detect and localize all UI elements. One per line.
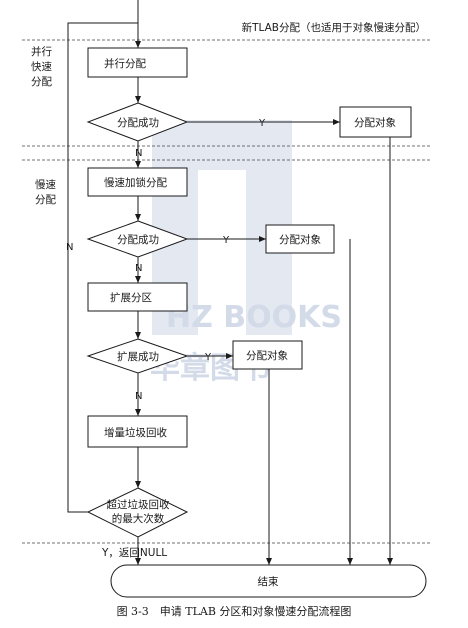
region-separators: [22, 39, 432, 544]
box-alloc-object-3: 分配对象: [232, 340, 303, 370]
box-alloc-object-2: 分配对象: [265, 224, 335, 254]
diamond-success-1: 分配成功: [86, 102, 189, 142]
box-expand-region: 扩展分区: [87, 282, 188, 312]
svg-text:分配对象: 分配对象: [246, 349, 288, 362]
svg-text:分配成功: 分配成功: [117, 117, 159, 129]
svg-text:慢速加锁分配: 慢速加锁分配: [104, 176, 167, 189]
svg-text:增量垃圾回收: 增量垃圾回收: [104, 426, 167, 439]
svg-text:并行分配: 并行分配: [104, 57, 146, 70]
svg-text:的最大次数: 的最大次数: [112, 512, 165, 525]
connectors: [67, 0, 393, 565]
edge-label-y2: Y: [222, 235, 230, 246]
edge-label-y3: Y: [204, 352, 212, 363]
slow-label-1: 慢速: [35, 179, 56, 191]
svg-text:扩展分区: 扩展分区: [110, 291, 152, 304]
watermark-text-en: HZ BOOKS: [166, 300, 342, 335]
terminal-end: 结束: [110, 564, 427, 598]
slow-label-2: 分配: [35, 194, 56, 206]
edge-label-n3: N: [135, 391, 142, 402]
box-slow-lock-alloc: 慢速加锁分配: [87, 167, 188, 197]
edge-label-n2: N: [135, 263, 142, 274]
diamond-success-2: 分配成功: [86, 220, 189, 258]
svg-text:扩展成功: 扩展成功: [117, 350, 159, 363]
diamond-expand-success: 扩展成功: [86, 338, 189, 374]
svg-text:超过垃圾回收: 超过垃圾回收: [107, 498, 170, 511]
edge-label-y-return-null: Y，返回NULL: [101, 547, 167, 559]
parallel-label-1: 并行: [31, 45, 52, 58]
svg-text:结束: 结束: [258, 575, 279, 588]
svg-text:分配成功: 分配成功: [117, 234, 159, 246]
box-alloc-object-1: 分配对象: [339, 106, 412, 138]
edge-label-y1: Y: [258, 118, 266, 129]
parallel-label-3: 分配: [31, 76, 52, 88]
box-incremental-gc: 增量垃圾回收: [87, 415, 188, 448]
figure-caption: 图 3-3 申请 TLAB 分区和对象慢速分配流程图: [117, 604, 352, 618]
diamond-exceed-gc-limit: 超过垃圾回收 的最大次数: [86, 487, 189, 538]
svg-text:分配对象: 分配对象: [279, 233, 321, 246]
parallel-label-2: 快速: [31, 61, 52, 73]
edge-label-n1: N: [135, 148, 142, 159]
top-region-note: 新TLAB分配（也适用于对象慢速分配）: [242, 21, 426, 34]
svg-text:分配对象: 分配对象: [354, 116, 396, 129]
edge-label-n-loop: N: [66, 242, 73, 253]
box-parallel-alloc: 并行分配: [87, 47, 188, 78]
